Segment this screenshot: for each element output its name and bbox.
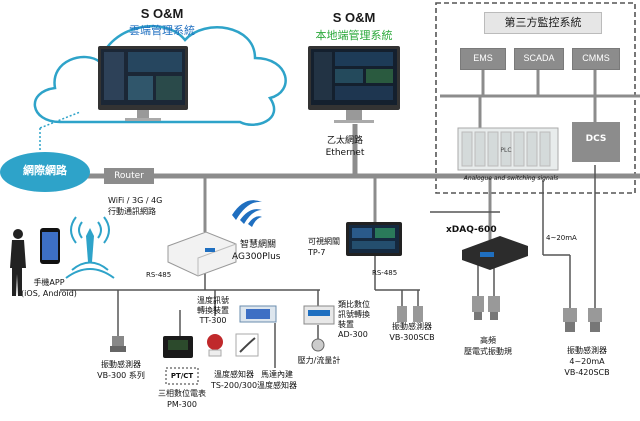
vb300-sensor-icon — [110, 336, 126, 352]
tt300-line1: 溫度訊號 — [197, 296, 229, 305]
rs485-label-b: RS-485 — [372, 269, 398, 277]
cloud-subtitle: 雲端管理系統 — [129, 25, 195, 37]
ptct-box — [165, 367, 199, 385]
xdaq-device — [462, 236, 528, 270]
ethernet-line2: Ethernet — [325, 148, 365, 158]
rs485-label-a: RS-485 — [146, 271, 172, 279]
ts200-line2: TS-200/300 — [210, 381, 258, 390]
third-party-title: 第三方監控系統 — [484, 12, 602, 34]
piezo-line2: 壓電式振動規 — [464, 347, 512, 356]
local-title: S O&M — [332, 10, 376, 25]
router-box — [104, 168, 154, 184]
local-subtitle: 本地端管理系統 — [315, 30, 393, 42]
gateway-logo-icon — [232, 200, 262, 227]
pressure-gauge-icon — [311, 338, 325, 352]
wireless-line1: WiFi / 3G / 4G — [108, 196, 163, 205]
ptct-label: PT/CT — [170, 372, 194, 380]
ems-box: EMS — [460, 48, 506, 70]
scada-box: SCADA — [514, 48, 564, 70]
ad300-line1: 類比數位 — [338, 300, 370, 309]
internet-label: 網際網路 — [23, 164, 67, 177]
third-party-frame — [435, 2, 636, 194]
ma-label: 4~20mA — [546, 234, 577, 242]
pm300-line1: 三相數位電表 — [158, 389, 206, 398]
vb420-line1: 振動感測器 — [567, 346, 607, 355]
vb420-sensor-icon — [563, 308, 602, 332]
internet-bubble — [0, 152, 90, 192]
ts200-line1: 溫度感知器 — [214, 370, 254, 379]
ad300-line3: 裝置 — [338, 320, 354, 329]
vb300scb-line2: VB-300SCB — [389, 333, 435, 342]
gateway-device — [167, 231, 237, 277]
ad300-line2: 訊號轉換 — [338, 310, 370, 319]
vb300-line1: 振動感測器 — [101, 360, 141, 369]
person-icon — [10, 229, 26, 296]
vb420-line3: VB-420SCB — [564, 368, 610, 377]
piezo-line1: 高頻 — [480, 336, 496, 345]
motor-line1: 馬達內建 — [261, 370, 293, 379]
ethernet-line1: 乙太網路 — [326, 136, 363, 146]
ad300-line4: AD-300 — [338, 330, 368, 339]
dcs-label: DCS — [585, 134, 607, 144]
dcs-box — [572, 122, 620, 162]
piezo-sensor-icon — [472, 296, 500, 320]
motor-line2: 溫度感知器 — [257, 381, 297, 390]
gateway-line2: AG300Plus — [232, 252, 281, 262]
plc-label: PLC — [500, 147, 512, 154]
gateway-line1: 智慧網關 — [240, 240, 277, 250]
vb300-line2: VB-300 系列 — [97, 371, 145, 380]
vb300scb-sensor-icon — [397, 306, 423, 322]
tt300-line2: 轉換裝置 — [197, 306, 229, 315]
wireless-antenna-icon — [65, 216, 115, 279]
app-line2: (iOS, Android) — [21, 289, 77, 298]
pressure-label: 壓力/流量計 — [297, 356, 341, 365]
app-line1: 手機APP — [33, 278, 65, 287]
wireless-line2: 行動通訊網路 — [108, 207, 156, 216]
xdaq-label: xDAQ-600 — [446, 225, 497, 235]
plc-caption: Analogue and switching signals — [463, 175, 559, 182]
vb300scb-line1: 振動感測器 — [392, 322, 432, 331]
cmms-box: CMMS — [572, 48, 620, 70]
pm300-line2: PM-300 — [167, 400, 197, 409]
ts200-red-icon — [207, 334, 223, 350]
tt300-line3: TT-300 — [199, 316, 227, 325]
tp7-line1: 可視網關 — [308, 237, 340, 246]
tp7-line2: TP-7 — [308, 248, 326, 257]
router-label: Router — [114, 171, 144, 181]
vb420-line2: 4~20mA — [569, 357, 605, 366]
cloud-title: S O&M — [140, 6, 184, 21]
